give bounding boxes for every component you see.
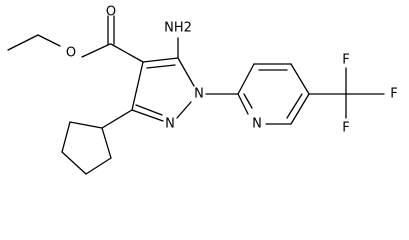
ester-oxygen-label: O — [66, 46, 76, 61]
carbonyl-oxygen-label: O — [106, 5, 116, 20]
bond-cp-2 — [61, 121, 71, 153]
bond-py-1 — [237, 63, 255, 95]
bond-c3-cp — [101, 109, 133, 129]
bond-py-3 — [290, 63, 310, 95]
structure-diagram: O O NH2 N N N F F F — [7, 5, 398, 175]
bond-n2-c3-inner — [135, 104, 163, 116]
bond-cp-1 — [69, 121, 103, 129]
bond-cp-4 — [85, 157, 112, 175]
bond-py-4 — [290, 93, 310, 125]
pyridine-n-label: N — [252, 117, 262, 132]
fluorine-right-label: F — [390, 87, 397, 102]
bond-ch2-o — [37, 34, 61, 47]
bond-cp-5 — [101, 127, 112, 159]
pyrazole-n2-label: N — [165, 117, 175, 132]
bond-py-4-inner — [286, 93, 303, 119]
bond-n2-c3 — [131, 109, 164, 122]
fluorine-top-label: F — [342, 53, 349, 68]
bond-py-6-inner — [243, 93, 253, 109]
bond-carbonyl-c4 — [110, 43, 144, 63]
molecule-canvas: O O NH2 N N N F F F — [7, 5, 398, 175]
bond-n1-n2 — [176, 101, 192, 119]
bond-c4-c5-inner — [146, 64, 176, 69]
amino-label: NH2 — [164, 21, 192, 36]
bond-py-6 — [237, 93, 249, 115]
bond-c5-n1 — [177, 57, 195, 87]
fluorine-bottom-label: F — [342, 121, 349, 136]
bond-o-carbonyl — [81, 43, 111, 58]
pyrazole-n1-label: N — [194, 87, 204, 102]
bond-c3-c4 — [131, 61, 144, 111]
bond-c4-c5 — [142, 57, 179, 63]
bond-ch3-ch2 — [7, 34, 39, 51]
bond-cp-3 — [61, 151, 87, 175]
